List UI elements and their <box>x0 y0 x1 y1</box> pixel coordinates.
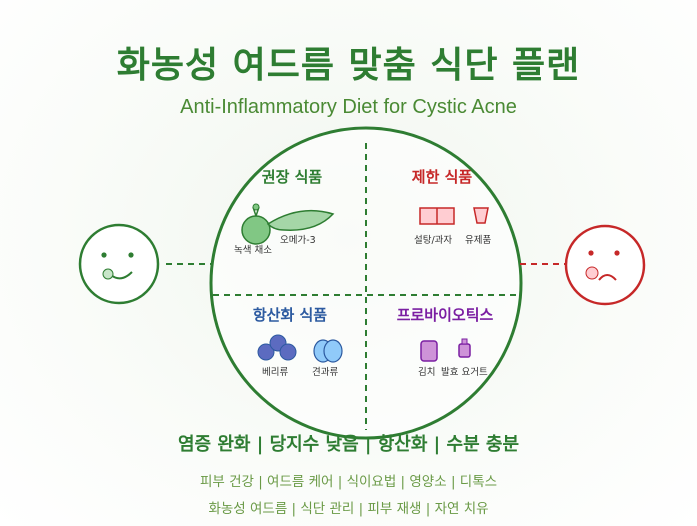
item-label-omega3: 오메가-3 <box>280 235 316 246</box>
item-label-kimchi: 김치 <box>418 367 436 378</box>
nuts-icon <box>313 339 343 363</box>
omega3-fish-icon <box>266 209 335 231</box>
item-label-yogurt: 발효 요거트 <box>441 367 488 378</box>
item-label-green-vegetable: 녹색 채소 <box>234 245 272 256</box>
item-label-dairy: 유제품 <box>465 235 492 246</box>
quadrant-label-antioxidant: 항산화 식품 <box>252 306 328 324</box>
plate-circle <box>209 126 523 440</box>
keywords-line-2: 화농성 여드름 | 식단 관리 | 피부 재생 | 자연 치유 <box>208 501 489 517</box>
tagline: 염증 완화 | 당지수 낮음 | 항산화 | 수분 충분 <box>177 434 520 455</box>
quadrant-label-restricted: 제한 식품 <box>411 168 473 186</box>
kimchi-jar-icon <box>420 340 438 362</box>
dairy-cup-icon <box>473 207 489 224</box>
quadrant-label-probiotics: 프로바이오틱스 <box>396 306 494 324</box>
green-vegetable-icon <box>241 203 271 245</box>
item-label-sugar-snack: 설탕/과자 <box>414 235 453 246</box>
item-label-nuts: 견과류 <box>312 367 339 378</box>
happy-face-icon <box>78 223 160 305</box>
berries-icon <box>257 334 297 361</box>
quadrant-label-recommended: 권장 식품 <box>261 168 323 186</box>
page-title: 화농성 여드름 맞춤 식단 플랜 <box>116 45 581 86</box>
sad-face-icon <box>564 224 646 306</box>
yogurt-bottle-icon <box>458 338 471 358</box>
item-label-berries: 베리류 <box>262 367 289 378</box>
page-subtitle: Anti-Inflammatory Diet for Cystic Acne <box>180 96 517 118</box>
sugar-snack-icon <box>419 207 455 225</box>
keywords-line-1: 피부 건강 | 여드름 케어 | 식이요법 | 영양소 | 디톡스 <box>199 474 498 490</box>
